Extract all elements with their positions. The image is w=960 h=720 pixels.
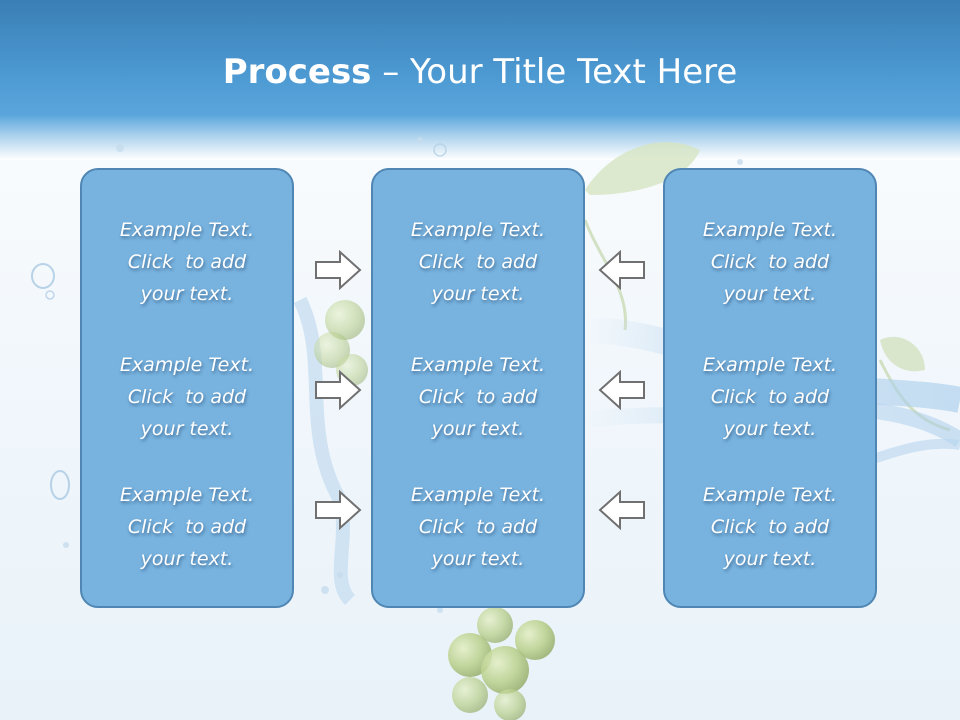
process-box-middle[interactable]: Example Text. Click to add your text. Ex… [371, 168, 585, 608]
text-line: your text. [723, 283, 817, 305]
title-banner [0, 0, 960, 160]
title-rest: – Your Title Text Here [371, 52, 738, 92]
text-line: your text. [723, 418, 817, 440]
text-placeholder[interactable]: Example Text. Click to add your text. [665, 214, 875, 310]
text-line: Click to add [127, 386, 247, 408]
text-line: Click to add [710, 251, 830, 273]
text-line: Example Text. [119, 219, 255, 241]
text-line: Example Text. [702, 219, 838, 241]
text-line: Example Text. [119, 484, 255, 506]
text-line: Click to add [127, 251, 247, 273]
slide-title[interactable]: Process – Your Title Text Here [0, 52, 960, 92]
process-box-left[interactable]: Example Text. Click to add your text. Ex… [80, 168, 294, 608]
arrow-left-icon[interactable] [598, 370, 646, 410]
arrow-right-icon[interactable] [314, 370, 362, 410]
text-line: Click to add [710, 386, 830, 408]
text-line: Click to add [418, 516, 538, 538]
text-line: Click to add [418, 386, 538, 408]
text-placeholder[interactable]: Example Text. Click to add your text. [373, 479, 583, 575]
text-line: your text. [140, 548, 234, 570]
text-line: Example Text. [410, 219, 546, 241]
text-line: your text. [431, 548, 525, 570]
text-line: your text. [140, 283, 234, 305]
arrow-right-icon[interactable] [314, 490, 362, 530]
text-placeholder[interactable]: Example Text. Click to add your text. [82, 214, 292, 310]
text-line: Example Text. [119, 354, 255, 376]
text-line: your text. [723, 548, 817, 570]
text-line: Example Text. [702, 484, 838, 506]
text-line: Click to add [418, 251, 538, 273]
title-bold: Process [222, 52, 372, 92]
text-line: your text. [431, 418, 525, 440]
text-placeholder[interactable]: Example Text. Click to add your text. [665, 479, 875, 575]
text-placeholder[interactable]: Example Text. Click to add your text. [373, 349, 583, 445]
arrow-left-icon[interactable] [598, 490, 646, 530]
arrow-right-icon[interactable] [314, 250, 362, 290]
text-placeholder[interactable]: Example Text. Click to add your text. [373, 214, 583, 310]
text-line: your text. [140, 418, 234, 440]
text-line: Click to add [127, 516, 247, 538]
text-placeholder[interactable]: Example Text. Click to add your text. [82, 479, 292, 575]
text-placeholder[interactable]: Example Text. Click to add your text. [665, 349, 875, 445]
text-line: your text. [431, 283, 525, 305]
leaf-right [880, 336, 925, 372]
process-box-right[interactable]: Example Text. Click to add your text. Ex… [663, 168, 877, 608]
arrow-left-icon[interactable] [598, 250, 646, 290]
text-line: Example Text. [410, 484, 546, 506]
text-placeholder[interactable]: Example Text. Click to add your text. [82, 349, 292, 445]
text-line: Example Text. [410, 354, 546, 376]
text-line: Click to add [710, 516, 830, 538]
text-line: Example Text. [702, 354, 838, 376]
